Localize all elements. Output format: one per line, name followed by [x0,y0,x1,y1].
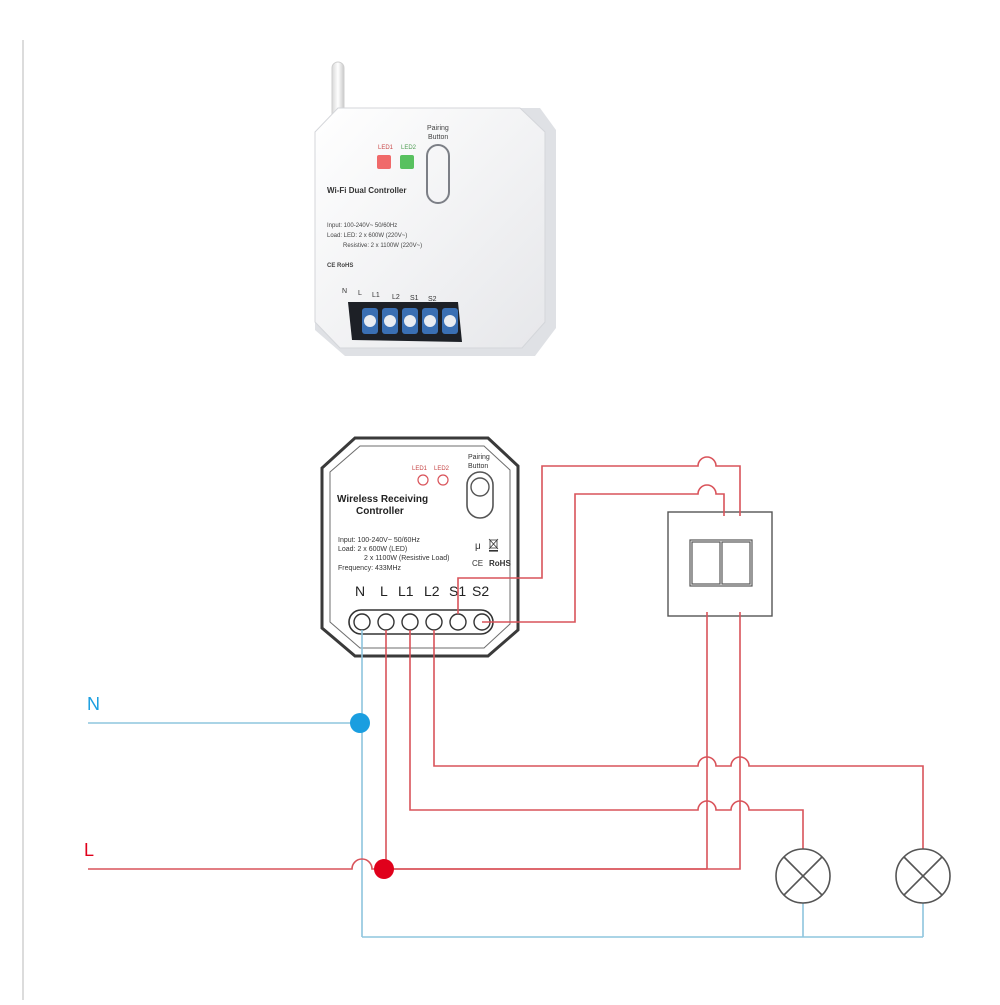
neutral-junction [350,713,370,733]
live-wires [88,456,924,870]
product-marks: CE RoHS [327,263,353,269]
controller-inner-outline [329,445,511,649]
neutral-wires [88,630,924,938]
live-junction [374,859,394,879]
product-terminal-label: S2 [428,296,437,303]
screw-head [444,315,456,327]
product-title: Wi-Fi Dual Controller [327,186,406,195]
diagram-spec-input: Input: 100-240V~ 50/60Hz [338,537,420,544]
rohs-mark: RoHS [489,559,511,568]
live-label: L [84,840,94,860]
terminal-label-n: N [355,583,365,599]
terminal-label-l2: L2 [424,583,440,599]
product-terminal-label: N [342,288,347,295]
led2-indicator [400,155,414,169]
product-terminal-label: S1 [410,295,419,302]
screw-head [364,315,376,327]
product-led2-label: LED2 [401,145,417,151]
diagram-title-line2: Controller [356,506,404,517]
diagram-led1-label: LED1 [412,466,428,472]
screw-head [424,315,436,327]
lamp-2 [895,848,951,904]
terminal-label-s2: S2 [472,583,489,599]
product-terminal-label: L2 [392,294,400,301]
diagram-led2-label: LED2 [434,466,450,472]
page-divider [22,40,24,1000]
diagram-spec-load: Load: 2 x 600W (LED) [338,546,407,553]
diagram-led2 [437,474,449,486]
controller-outline [320,436,520,658]
terminal-label-l: L [380,583,388,599]
terminal-label-l1: L1 [398,583,414,599]
rocker-1[interactable] [691,541,721,585]
product-button-label: Button [428,134,448,141]
mu-mark: μ [475,541,481,552]
pairing-button[interactable] [426,144,450,204]
screw-head [384,315,396,327]
diagram-led1 [417,474,429,486]
terminal-l [377,613,395,631]
diagram-title-line1: Wireless Receiving [337,494,428,505]
product-load-resistive: Resistive: 2 x 1100W (220V~) [343,243,422,249]
product-pairing-label: Pairing [427,125,449,132]
product-led1-label: LED1 [378,145,394,151]
product-terminal-label: L [358,290,362,297]
lamp-1 [775,848,831,904]
diagram-pairing-label: Pairing [468,454,490,461]
rocker-2[interactable] [721,541,751,585]
l2-output-wire [433,630,924,850]
weee-bin-icon [488,538,499,552]
terminal-l2 [425,613,443,631]
terminal-screws [362,308,458,334]
diagram-pairing-button[interactable] [466,471,494,519]
terminal-l1 [401,613,419,631]
switch-live-feed-2 [384,612,741,870]
terminal-n [353,613,371,631]
product-render: LED1 LED2 Pairing Button Wi-Fi Dual Cont… [314,61,556,356]
wiring-diagram: LED1 LED2 Pairing Button Wireless Receiv… [84,436,951,938]
product-load-led: Load: LED: 2 x 600W (220V~) [327,233,407,239]
diagram-pairing-button-cap [470,477,490,497]
s2-switch-wire [482,484,725,623]
terminal-s1 [449,613,467,631]
l1-output-wire [409,630,804,850]
diagram-spec-frequency: Frequency: 433MHz [338,565,402,572]
diagram-button-label: Button [468,463,488,470]
device-body [314,107,546,349]
neutral-label: N [87,694,100,714]
diagram-spec-load2: 2 x 1100W (Resistive Load) [364,555,449,562]
s1-switch-wire [457,456,741,614]
ce-mark: CE [472,559,483,568]
product-input-spec: Input: 100-240V~ 50/60Hz [327,223,397,229]
screw-head [404,315,416,327]
led1-indicator [377,155,391,169]
live-supply-wire [88,858,707,870]
product-terminal-label: L1 [372,292,380,299]
